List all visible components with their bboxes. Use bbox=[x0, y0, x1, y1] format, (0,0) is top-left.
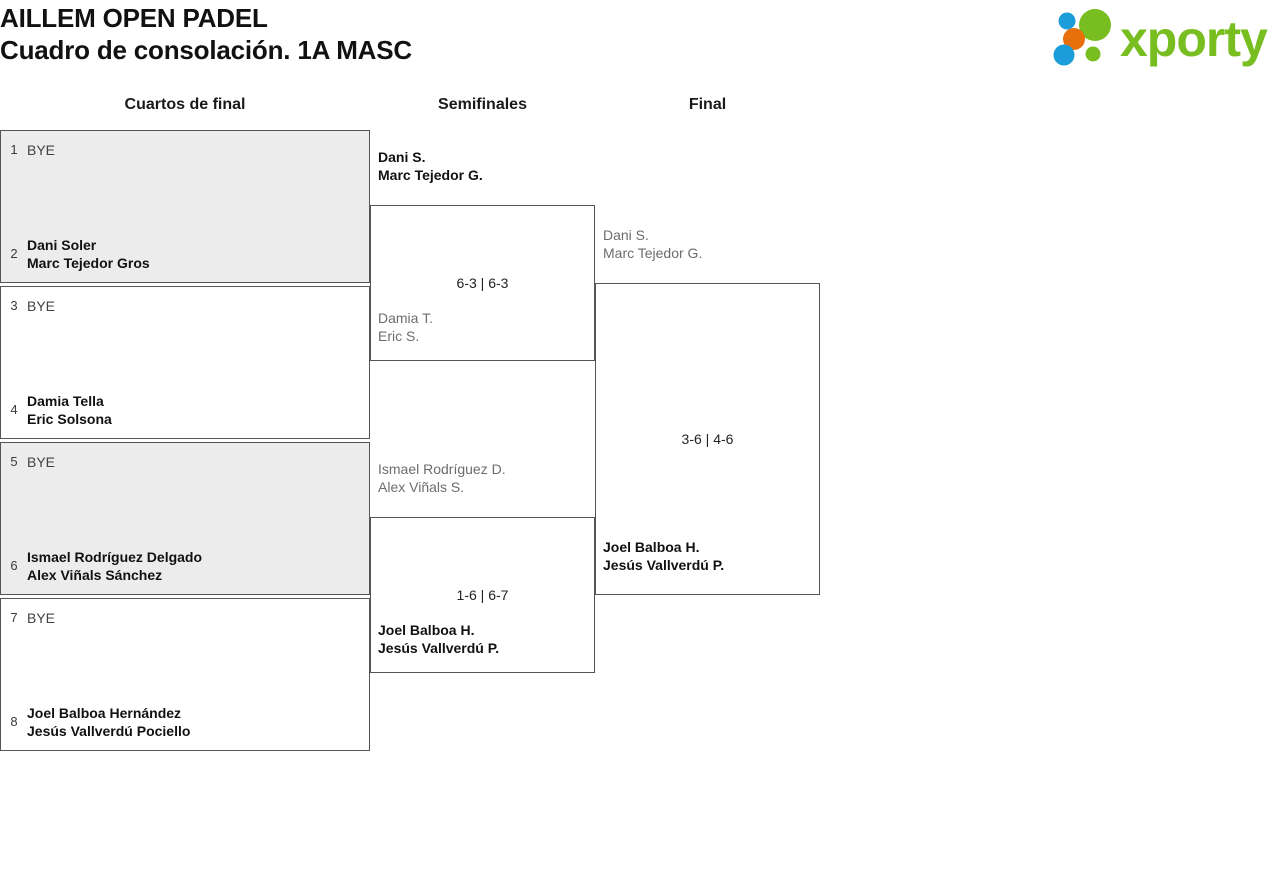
seed-number: 8 bbox=[10, 713, 18, 729]
player-name: Ismael Rodríguez Delgado bbox=[27, 549, 203, 565]
page-title: AILLEM OPEN PADEL Cuadro de consolación.… bbox=[0, 2, 412, 66]
player-name: Marc Tejedor G. bbox=[378, 167, 483, 183]
semifinal-team-bottom: Damia T. Eric S. bbox=[378, 309, 433, 345]
final-match[interactable]: 3-6 | 4-6 bbox=[595, 283, 820, 595]
seed-number: 3 bbox=[10, 297, 18, 313]
player-name: Jesús Vallverdú Pociello bbox=[27, 723, 191, 739]
semifinal-team-top: Dani S. Marc Tejedor G. bbox=[378, 148, 483, 184]
round-header-semifinals: Semifinales bbox=[438, 96, 527, 113]
xporty-logo[interactable]: xporty bbox=[1048, 6, 1274, 68]
final-team-bottom: Joel Balboa H. Jesús Vallverdú P. bbox=[603, 538, 724, 574]
player-name: BYE bbox=[27, 142, 56, 158]
match-slot[interactable]: 5 BYE bbox=[1, 453, 369, 471]
bracket-subtitle: Cuadro de consolación. 1A MASC bbox=[0, 35, 412, 65]
player-name: Damia T. bbox=[378, 310, 433, 326]
player-name: Joel Balboa H. bbox=[378, 622, 475, 638]
seed-number: 5 bbox=[10, 453, 18, 469]
bye-label: BYE bbox=[27, 141, 55, 159]
player-name: Ismael Rodríguez D. bbox=[378, 461, 506, 477]
seed-number: 7 bbox=[10, 609, 18, 625]
player-name: Marc Tejedor Gros bbox=[27, 255, 150, 271]
bye-label: BYE bbox=[27, 609, 55, 627]
bye-label: BYE bbox=[27, 453, 55, 471]
player-name: Alex Viñals S. bbox=[378, 479, 465, 495]
logo-dot-blue-top bbox=[1058, 12, 1076, 30]
seed-number: 6 bbox=[10, 557, 18, 573]
match-slot[interactable]: 1 BYE bbox=[1, 141, 369, 159]
logo-dot-green-large bbox=[1079, 9, 1111, 41]
match-score: 6-3 | 6-3 bbox=[456, 275, 509, 291]
player-name: Joel Balboa H. bbox=[603, 539, 700, 555]
round-header-quarterfinals: Cuartos de final bbox=[124, 96, 246, 113]
player-name: BYE bbox=[27, 298, 56, 314]
round-header-final: Final bbox=[688, 96, 727, 113]
player-name: Damia Tella bbox=[27, 393, 104, 409]
bye-label: BYE bbox=[27, 297, 55, 315]
semifinal-team-bottom: Joel Balboa H. Jesús Vallverdú P. bbox=[378, 621, 499, 657]
logo-dot-blue-bottom bbox=[1053, 44, 1075, 66]
seed-number: 2 bbox=[10, 245, 18, 261]
match-slot[interactable]: 3 BYE bbox=[1, 297, 369, 315]
seed-number: 4 bbox=[10, 401, 18, 417]
semifinal-match[interactable]: 6-3 | 6-3 bbox=[370, 205, 595, 361]
player-name: Dani Soler bbox=[27, 237, 97, 253]
player-name: Jesús Vallverdú P. bbox=[378, 640, 500, 656]
player-name: BYE bbox=[27, 454, 56, 470]
match-score: 1-6 | 6-7 bbox=[456, 587, 509, 603]
player-name: Marc Tejedor G. bbox=[603, 245, 703, 261]
seed-number: 1 bbox=[10, 141, 18, 157]
player-name: Dani S. bbox=[603, 227, 649, 243]
player-name: BYE bbox=[27, 610, 56, 626]
tournament-name: AILLEM OPEN PADEL bbox=[0, 3, 268, 33]
semifinal-team-top: Ismael Rodríguez D. Alex Viñals S. bbox=[378, 460, 506, 496]
player-name: Dani S. bbox=[378, 149, 426, 165]
player-name: Joel Balboa Hernández bbox=[27, 705, 182, 721]
logo-dot-orange bbox=[1063, 28, 1085, 50]
semifinal-match[interactable]: 1-6 | 6-7 bbox=[370, 517, 595, 673]
player-name: Jesús Vallverdú P. bbox=[603, 557, 725, 573]
match-slot[interactable]: 7 BYE bbox=[1, 609, 369, 627]
final-team-top: Dani S. Marc Tejedor G. bbox=[603, 226, 702, 262]
player-name: Alex Viñals Sánchez bbox=[27, 567, 163, 583]
logo-wordmark: xporty bbox=[1120, 11, 1268, 67]
logo-dot-green-small bbox=[1085, 46, 1101, 62]
player-name: Eric S. bbox=[378, 328, 420, 344]
player-name: Eric Solsona bbox=[27, 411, 112, 427]
match-score: 3-6 | 4-6 bbox=[681, 431, 734, 447]
